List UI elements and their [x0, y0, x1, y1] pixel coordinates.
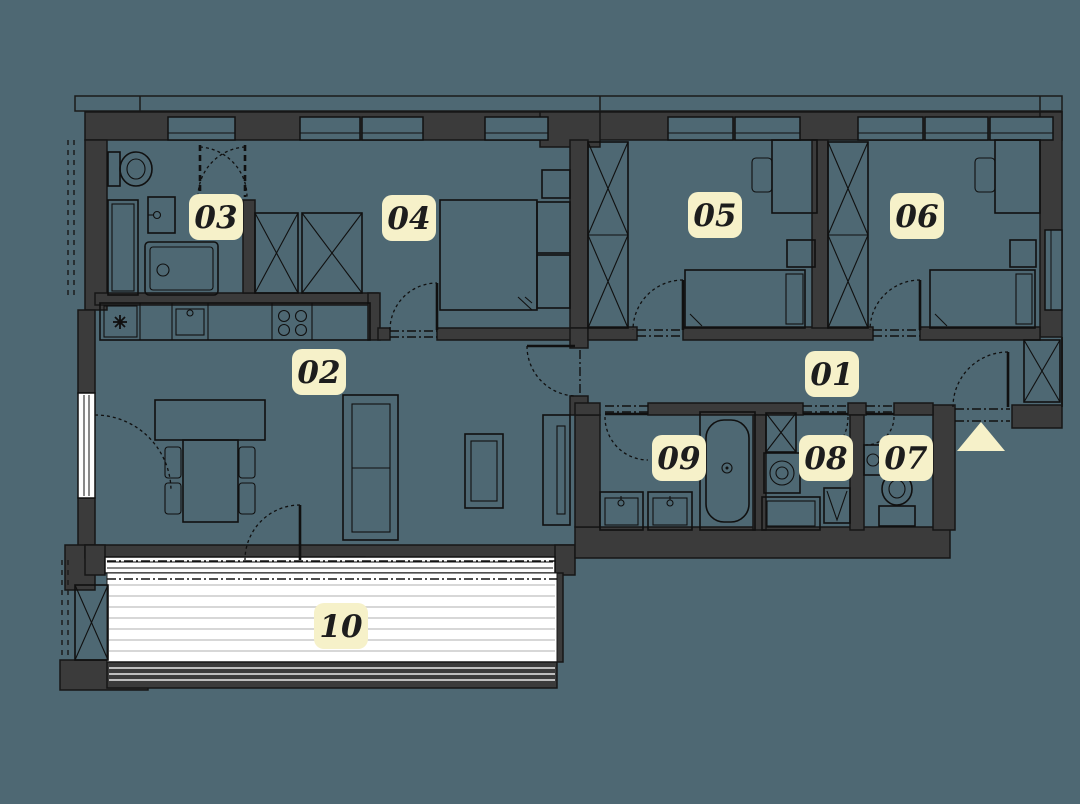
- svg-text:02[interactable]: 02: [297, 355, 340, 391]
- side-window: [1044, 229, 1063, 311]
- wardrobe: [301, 212, 363, 294]
- vanity-sink: [599, 491, 644, 531]
- thresholds: [107, 329, 1010, 562]
- room-label-02[interactable]: 02: [292, 349, 346, 395]
- vanity-sink: [647, 491, 693, 531]
- room-label-01[interactable]: 01: [805, 351, 859, 397]
- room-08-fixtures: [761, 412, 851, 531]
- chair: [238, 446, 256, 479]
- cooktop: [277, 309, 308, 337]
- balcony-locker: [74, 584, 109, 661]
- double-bed: [439, 199, 571, 311]
- hall-wardrobe: [1023, 339, 1061, 403]
- room-label-07[interactable]: 07: [879, 435, 933, 481]
- door-balcony: [244, 504, 302, 561]
- nightstand: [541, 169, 571, 199]
- appliance-icon: [103, 305, 138, 338]
- svg-text:01[interactable]: 01: [810, 357, 853, 393]
- room-label-05[interactable]: 05: [688, 192, 742, 238]
- svg-text:09[interactable]: 09: [657, 441, 700, 477]
- desk: [751, 139, 818, 214]
- room-label-06[interactable]: 06: [890, 193, 944, 239]
- svg-text:07[interactable]: 07: [884, 441, 928, 477]
- wardrobe: [827, 141, 869, 329]
- svg-text:05[interactable]: 05: [693, 198, 736, 234]
- svg-text:04[interactable]: 04: [387, 201, 430, 237]
- room-label-08[interactable]: 08: [799, 435, 853, 481]
- washing-machine: [144, 241, 219, 296]
- doors: [94, 145, 1010, 561]
- room-label-04[interactable]: 04: [382, 195, 436, 241]
- desk: [974, 139, 1041, 214]
- kitchen-sink: [175, 308, 205, 336]
- wardrobe: [587, 141, 629, 329]
- room-04-furniture: [254, 169, 571, 311]
- chair: [238, 482, 256, 515]
- balcony-railing: [106, 661, 558, 689]
- room-02-furniture: [99, 302, 571, 541]
- toilet: [107, 151, 153, 187]
- door-room07: [865, 412, 895, 446]
- tall-cabinet: [107, 199, 139, 296]
- armchair: [464, 433, 504, 509]
- washing-machine: [763, 452, 801, 494]
- door-room05: [632, 279, 685, 331]
- single-bed: [684, 269, 806, 329]
- svg-text:03[interactable]: 03: [194, 200, 237, 236]
- bench: [761, 496, 821, 531]
- room-06-furniture: [827, 139, 1041, 329]
- window-swing-left: [94, 414, 172, 492]
- single-bed: [929, 269, 1036, 329]
- left-facade-window-marks: [61, 140, 75, 656]
- room-03-fixtures: [107, 151, 219, 296]
- svg-text:06[interactable]: 06: [895, 199, 938, 235]
- room-label-10[interactable]: 10: [314, 603, 368, 649]
- tv-board: [542, 414, 571, 526]
- facade-ledge: [74, 95, 1063, 112]
- sofa: [342, 394, 399, 541]
- door-room06: [869, 279, 922, 331]
- svg-text:10[interactable]: 10: [319, 609, 363, 645]
- washbasin: [147, 196, 176, 234]
- door-living-to-hall: [526, 344, 576, 397]
- nightstand: [786, 239, 816, 268]
- windows: [61, 116, 1063, 656]
- chair: [164, 446, 182, 479]
- bathtub: [699, 411, 756, 531]
- sliding-glass-door: [104, 556, 556, 574]
- room-label-03[interactable]: 03: [189, 194, 243, 240]
- cabinet: [765, 412, 797, 453]
- svg-text:08[interactable]: 08: [804, 441, 847, 477]
- room-05-furniture: [587, 139, 818, 329]
- balcony-door-left: [77, 392, 96, 499]
- room-labels: 01 02 03 04 05 06 07 08: [189, 192, 944, 649]
- nightstand: [1009, 239, 1037, 268]
- sink: [823, 487, 851, 524]
- door-room09: [604, 412, 649, 461]
- dining-table: [154, 399, 266, 523]
- entrance-door: [952, 351, 1010, 408]
- door-room04: [389, 282, 439, 331]
- wardrobe: [254, 212, 299, 294]
- door-room03-niche: [197, 145, 248, 198]
- chair: [164, 482, 182, 515]
- room-label-09[interactable]: 09: [652, 435, 706, 481]
- kitchen-counter: [99, 302, 371, 341]
- entrance-arrow-icon: [957, 422, 1005, 451]
